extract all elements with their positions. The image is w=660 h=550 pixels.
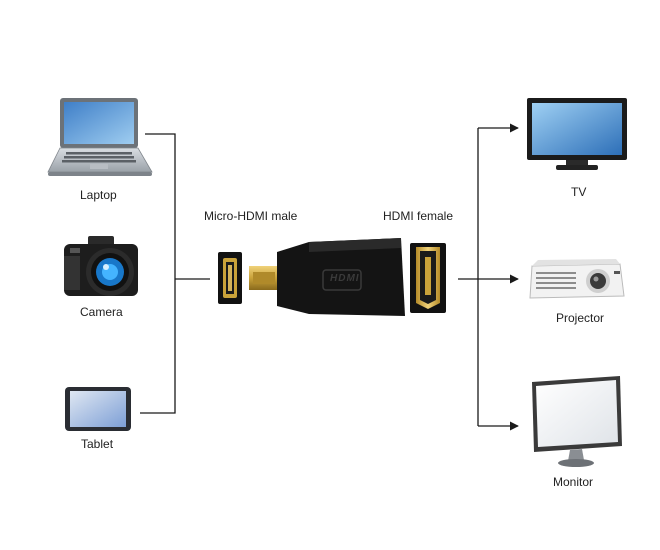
laptop-label: Laptop xyxy=(80,188,117,202)
tablet-label: Tablet xyxy=(81,437,114,451)
adapter-logo: HDMI xyxy=(330,273,360,284)
projector-label: Projector xyxy=(556,311,605,325)
monitor-label: Monitor xyxy=(553,475,594,489)
camera-icon xyxy=(64,236,138,296)
monitor-icon xyxy=(532,376,622,467)
camera-label: Camera xyxy=(80,305,123,319)
hdmi-female-port-icon xyxy=(410,243,446,313)
micro-hdmi-male-label: Micro-HDMI male xyxy=(204,209,298,223)
micro-hdmi-port-icon xyxy=(218,252,242,304)
hdmi-adapter-icon xyxy=(249,238,405,316)
laptop-icon xyxy=(47,98,153,176)
tablet-icon xyxy=(65,387,131,431)
tv-icon xyxy=(527,98,627,170)
hdmi-female-label: HDMI female xyxy=(383,209,454,223)
tv-label: TV xyxy=(571,185,587,199)
projector-icon xyxy=(529,259,625,299)
laptop-connector-line xyxy=(140,133,176,414)
